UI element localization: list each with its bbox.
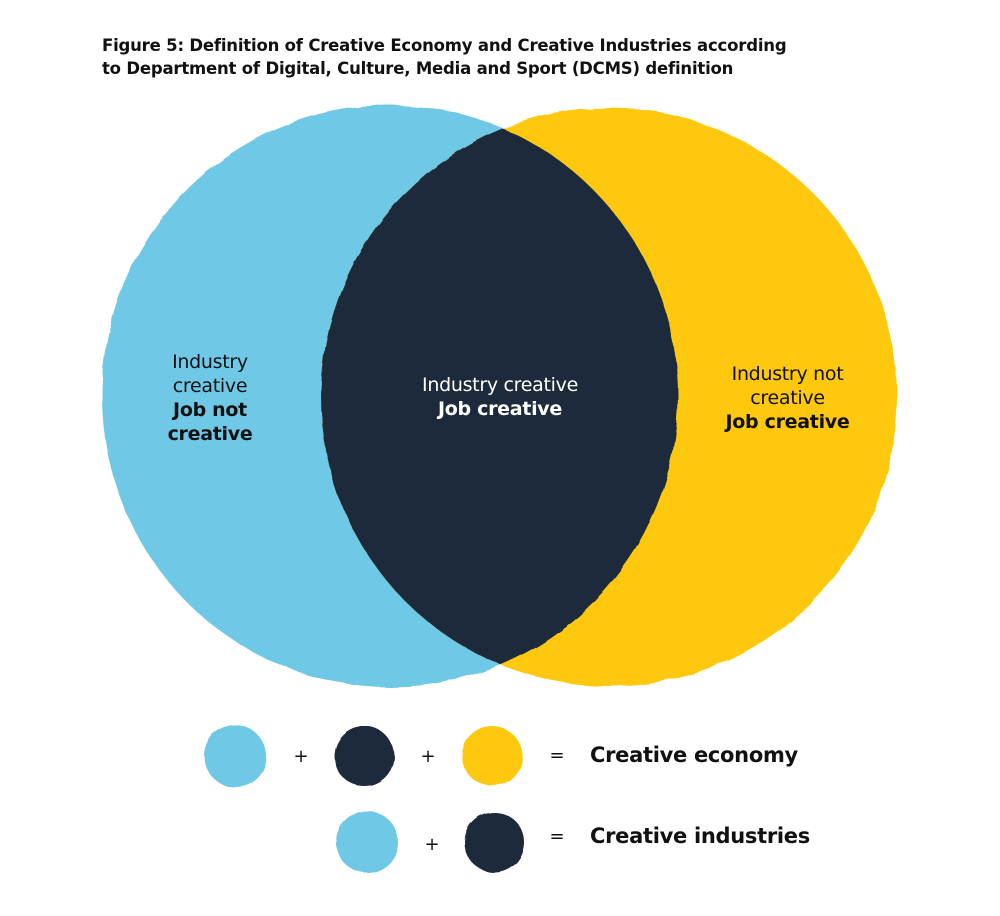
legend-navy-swatch-row1 [334,726,394,786]
legend-plus-2: + [420,746,436,767]
label-right-bold1: Job creative [725,411,850,433]
label-mid-bold1: Job creative [438,398,562,420]
legend-equals-2: = [549,826,565,847]
label-industry-not-creative-job-creative: Industry not creative Job creative [700,362,875,434]
legend-plus-3: + [424,834,440,855]
label-industry-creative-job-not-creative: Industry creative Job not creative [140,350,280,446]
legend-creative-economy: Creative economy [590,743,798,767]
label-industry-creative-job-creative: Industry creative Job creative [370,373,630,421]
legend-equals-1: = [549,745,565,766]
label-left-bold2: creative [167,423,253,445]
figure-title-line-1: Figure 5: Definition of Creative Economy… [102,36,787,55]
label-right-line2: creative [750,387,825,409]
legend-blue-swatch-row1 [204,725,266,787]
figure-title-line-2: to Department of Digital, Culture, Media… [102,59,734,78]
figure-title: Figure 5: Definition of Creative Economy… [102,34,882,80]
legend-creative-industries: Creative industries [590,824,810,848]
legend-blue-swatch-row2 [336,811,398,873]
label-right-line1: Industry not [731,363,844,385]
label-left-line1: Industry [172,351,248,373]
label-left-bold1: Job not [173,399,247,421]
legend-navy-swatch-row2 [464,812,524,872]
label-left-line2: creative [172,375,248,397]
legend-plus-1: + [293,746,309,767]
label-mid-line1: Industry creative [422,374,578,396]
intersection-creative-industry-and-job [321,108,678,686]
legend-yellow-swatch-row1 [462,726,522,786]
